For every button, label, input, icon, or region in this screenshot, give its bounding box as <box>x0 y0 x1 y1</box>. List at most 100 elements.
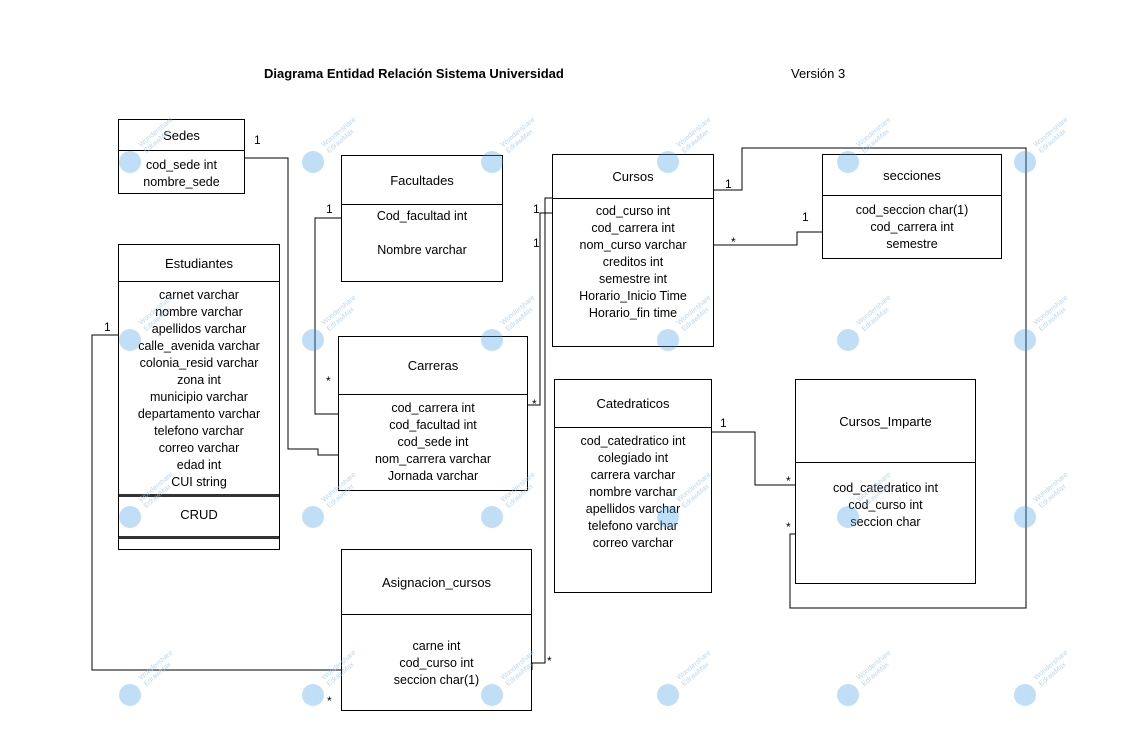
watermark-logo-icon <box>837 329 859 351</box>
entity-catedraticos[interactable]: Catedraticos cod_catedratico int colegia… <box>554 379 712 593</box>
entity-sedes-attrs: cod_sede int nombre_sede <box>119 157 244 191</box>
attr: carne int <box>412 639 461 653</box>
attr: Jornada varchar <box>387 469 479 483</box>
watermark-logo-icon <box>1014 506 1036 528</box>
watermark-logo-icon <box>119 684 141 706</box>
mult-cursos-secciones-many: * <box>731 235 736 249</box>
mult-cursosimparte-many-a: * <box>786 474 791 488</box>
attr: telefono varchar <box>588 519 678 533</box>
attr: nombre varchar <box>155 305 243 319</box>
attr: Cod_facultad int <box>376 209 468 223</box>
entity-cursos-attrs: cod_curso int cod_carrera int nom_curso … <box>553 203 713 322</box>
entity-cursos[interactable]: Cursos cod_curso int cod_carrera int nom… <box>552 154 714 347</box>
attr <box>342 225 502 242</box>
line-cursos-secciones <box>714 231 822 246</box>
attr: telefono varchar <box>154 424 244 438</box>
entity-asignacion-cursos[interactable]: Asignacion_cursos carne int cod_curso in… <box>341 549 532 711</box>
attr: seccion char <box>850 515 921 529</box>
watermark-logo-icon <box>657 329 679 351</box>
attr: cod_curso int <box>399 656 474 670</box>
attr: correo varchar <box>592 536 674 550</box>
attr: nom_carrera varchar <box>374 452 491 466</box>
watermark-logo-icon <box>302 684 324 706</box>
watermark-logo-icon <box>481 684 503 706</box>
entity-secciones-attrs: cod_seccion char(1) cod_carrera int seme… <box>823 202 1001 253</box>
attr: edad int <box>176 458 222 472</box>
entity-sedes-title: Sedes <box>119 120 244 151</box>
mult-secciones-one: 1 <box>802 210 809 224</box>
attr: cod_sede int <box>397 435 469 449</box>
attr: colonia_resid varchar <box>139 356 259 370</box>
mult-cursos-one-b: 1 <box>533 236 540 250</box>
watermark-logo-icon <box>1014 151 1036 173</box>
watermark-logo-icon <box>837 506 859 528</box>
entity-catedraticos-attrs: cod_catedratico int colegiado int carrer… <box>555 433 711 552</box>
entity-estudiantes-title: Estudiantes <box>119 245 279 282</box>
watermark-logo-icon <box>657 506 679 528</box>
attr: calle_avenida varchar <box>138 339 260 353</box>
watermark-logo-icon <box>302 151 324 173</box>
entity-facultades-attrs: Cod_facultad int Nombre varchar <box>342 208 502 259</box>
estudiantes-divider-top <box>119 494 279 497</box>
entity-cursos-imparte-attrs: cod_catedratico int cod_curso int seccio… <box>796 480 975 531</box>
attr: apellidos varchar <box>585 502 681 516</box>
watermark-logo-icon <box>119 329 141 351</box>
mult-sedes-one: 1 <box>254 133 261 147</box>
attr: cod_carrera int <box>870 220 954 234</box>
watermark-logo-icon <box>481 151 503 173</box>
mult-catedraticos-one: 1 <box>720 416 727 430</box>
mult-cursosimparte-many-b: * <box>786 520 791 534</box>
attr: cod_catedratico int <box>833 481 938 495</box>
attr: semestre int <box>598 272 668 286</box>
attr: carrera varchar <box>590 468 676 482</box>
watermark-logo-icon <box>119 506 141 528</box>
attr: zona int <box>177 373 221 387</box>
mult-cursos-secciones-one: 1 <box>725 177 732 191</box>
watermark-logo-icon <box>657 684 679 706</box>
line-catedraticos-cursosimparte <box>712 431 795 486</box>
watermark-logo-icon <box>1014 329 1036 351</box>
attr: cod_curso int <box>595 204 671 218</box>
mult-asignacion-many-a: * <box>547 654 552 668</box>
entity-facultades[interactable]: Facultades Cod_facultad int Nombre varch… <box>341 155 503 282</box>
entity-cursos-imparte-title: Cursos_Imparte <box>796 380 975 463</box>
entity-sedes[interactable]: Sedes cod_sede int nombre_sede <box>118 119 245 194</box>
attr: cod_carrera int <box>391 401 475 415</box>
attr: semestre <box>886 237 938 251</box>
line-cursos-carreras <box>528 212 552 406</box>
attr: Nombre varchar <box>377 243 467 257</box>
attr: cod_facultad int <box>389 418 477 432</box>
watermark-logo-icon <box>481 506 503 528</box>
mult-facultades-one: 1 <box>326 202 333 216</box>
attr: cod_carrera int <box>591 221 675 235</box>
entity-estudiantes-attrs: carnet varchar nombre varchar apellidos … <box>119 287 279 491</box>
mult-cursos-one-a: 1 <box>533 202 540 216</box>
attr: cod_sede int <box>146 158 217 172</box>
watermark-logo-icon <box>302 329 324 351</box>
watermark-logo-icon <box>837 684 859 706</box>
attr: cod_catedratico int <box>580 434 686 448</box>
attr: cod_curso int <box>848 498 923 512</box>
entity-secciones[interactable]: secciones cod_seccion char(1) cod_carrer… <box>822 154 1002 259</box>
entity-estudiantes[interactable]: Estudiantes carnet varchar nombre varcha… <box>118 244 280 550</box>
attr: nom_curso varchar <box>579 238 687 252</box>
mult-carreras-cursos-many: * <box>532 397 537 411</box>
watermark-logo-icon <box>481 329 503 351</box>
watermark-logo-icon <box>119 151 141 173</box>
estudiantes-crud: CRUD <box>180 507 218 522</box>
entity-carreras-attrs: cod_carrera int cod_facultad int cod_sed… <box>339 400 527 485</box>
attr: creditos int <box>602 255 664 269</box>
attr: CUI string <box>171 475 227 489</box>
line-sedes-carreras <box>245 157 338 456</box>
entity-carreras[interactable]: Carreras cod_carrera int cod_facultad in… <box>338 336 528 491</box>
watermark-logo-icon <box>837 151 859 173</box>
attr: nombre varchar <box>589 485 677 499</box>
entity-cursos-imparte[interactable]: Cursos_Imparte cod_catedratico int cod_c… <box>795 379 976 584</box>
line-cursos-asignacion <box>531 197 552 670</box>
attr: Horario_fin time <box>588 306 678 320</box>
attr: municipio varchar <box>150 390 248 404</box>
entity-catedraticos-title: Catedraticos <box>555 380 711 428</box>
mult-carreras-fac-many: * <box>326 374 331 388</box>
entity-facultades-title: Facultades <box>342 156 502 205</box>
